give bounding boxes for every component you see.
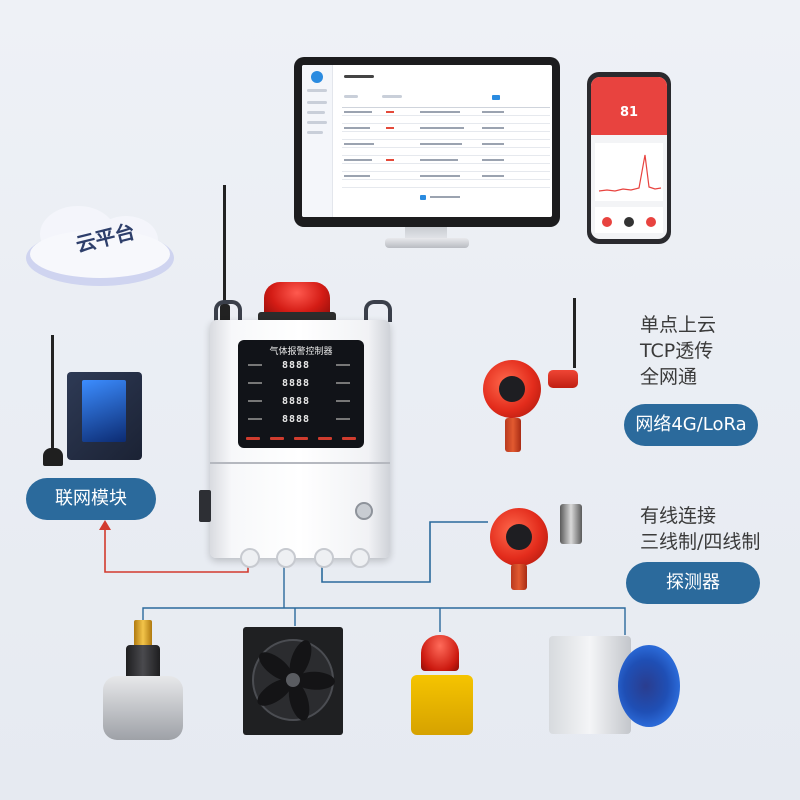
feature-item: 有线连接 [640, 505, 717, 527]
feature-item: TCP透传 [640, 340, 714, 362]
wired-feature-list: 有线连接 三线制/四线制 [640, 503, 760, 555]
controller-key [270, 437, 284, 440]
controller-title: 气体报警控制器 [269, 347, 333, 357]
controller-split-line [210, 462, 390, 464]
monitor-stand-base [385, 238, 469, 248]
module-antenna [51, 335, 54, 453]
feature-item: 单点上云 [640, 314, 717, 336]
screen-sidebar [302, 65, 333, 217]
detector-label: 探测器 [626, 562, 760, 604]
mount-bracket-right [364, 300, 392, 322]
network-module-label: 联网模块 [26, 478, 156, 520]
module-link-line [104, 527, 249, 573]
smartphone: 81 [587, 72, 671, 244]
phone-header: 81 [591, 77, 667, 135]
mount-bracket-left [214, 300, 242, 322]
heater-fan-guard [618, 645, 680, 727]
channel-display: 8888 [282, 414, 311, 425]
detector-sensor-head [548, 370, 578, 388]
phone-status-panel [595, 207, 663, 233]
fan-blades [252, 639, 335, 721]
cable-gland [350, 548, 370, 568]
controller-key [246, 437, 260, 440]
controller-key [342, 437, 356, 440]
phone-trend-chart [595, 143, 663, 201]
detector-sensor-cap [560, 504, 582, 544]
controller-antenna-base [220, 304, 230, 324]
controller-display-panel: 气体报警控制器 8888 8888 8888 8888 [238, 340, 364, 448]
controller-key [294, 437, 308, 440]
explosion-proof-heater-icon [549, 636, 631, 734]
cloud-icon [26, 206, 174, 286]
lock-key-icon [355, 502, 373, 520]
controller-antenna [223, 185, 226, 310]
cable-gland [240, 548, 260, 568]
channel-display: 8888 [282, 360, 311, 371]
phone-reading: 81 [619, 105, 639, 120]
detector-link-line [321, 521, 488, 583]
detector-neck [505, 418, 521, 452]
alarm-beacon-base [411, 675, 473, 735]
controller-side-port [199, 490, 211, 522]
alarm-beacon-icon [421, 635, 459, 671]
detector-display [506, 524, 532, 550]
monitor-stand-neck [405, 227, 447, 239]
module-link-arrow [99, 520, 111, 530]
feature-item: 全网通 [640, 366, 698, 388]
phone-screen: 81 [591, 77, 667, 239]
cable-gland [314, 548, 334, 568]
device-bus-line [142, 565, 626, 635]
feature-item: 三线制/四线制 [640, 531, 761, 553]
channel-display: 8888 [282, 396, 311, 407]
module-screen [82, 380, 126, 442]
module-antenna-base [43, 448, 63, 466]
platform-logo-icon [311, 71, 323, 83]
channel-display: 8888 [282, 378, 311, 389]
platform-screen [302, 65, 552, 217]
network-module-device [67, 372, 142, 460]
cable-gland [276, 548, 296, 568]
detector-display [499, 376, 525, 402]
network-type-label: 网络4G/LoRa [624, 404, 758, 446]
solenoid-valve-actuator [134, 620, 152, 648]
detector-neck [511, 564, 527, 590]
detector-antenna [573, 298, 576, 368]
wireless-feature-list: 单点上云 TCP透传 全网通 [640, 312, 716, 390]
controller-key [318, 437, 332, 440]
desktop-monitor [294, 57, 560, 227]
siren-base [258, 312, 336, 322]
solenoid-valve-icon [103, 676, 183, 740]
